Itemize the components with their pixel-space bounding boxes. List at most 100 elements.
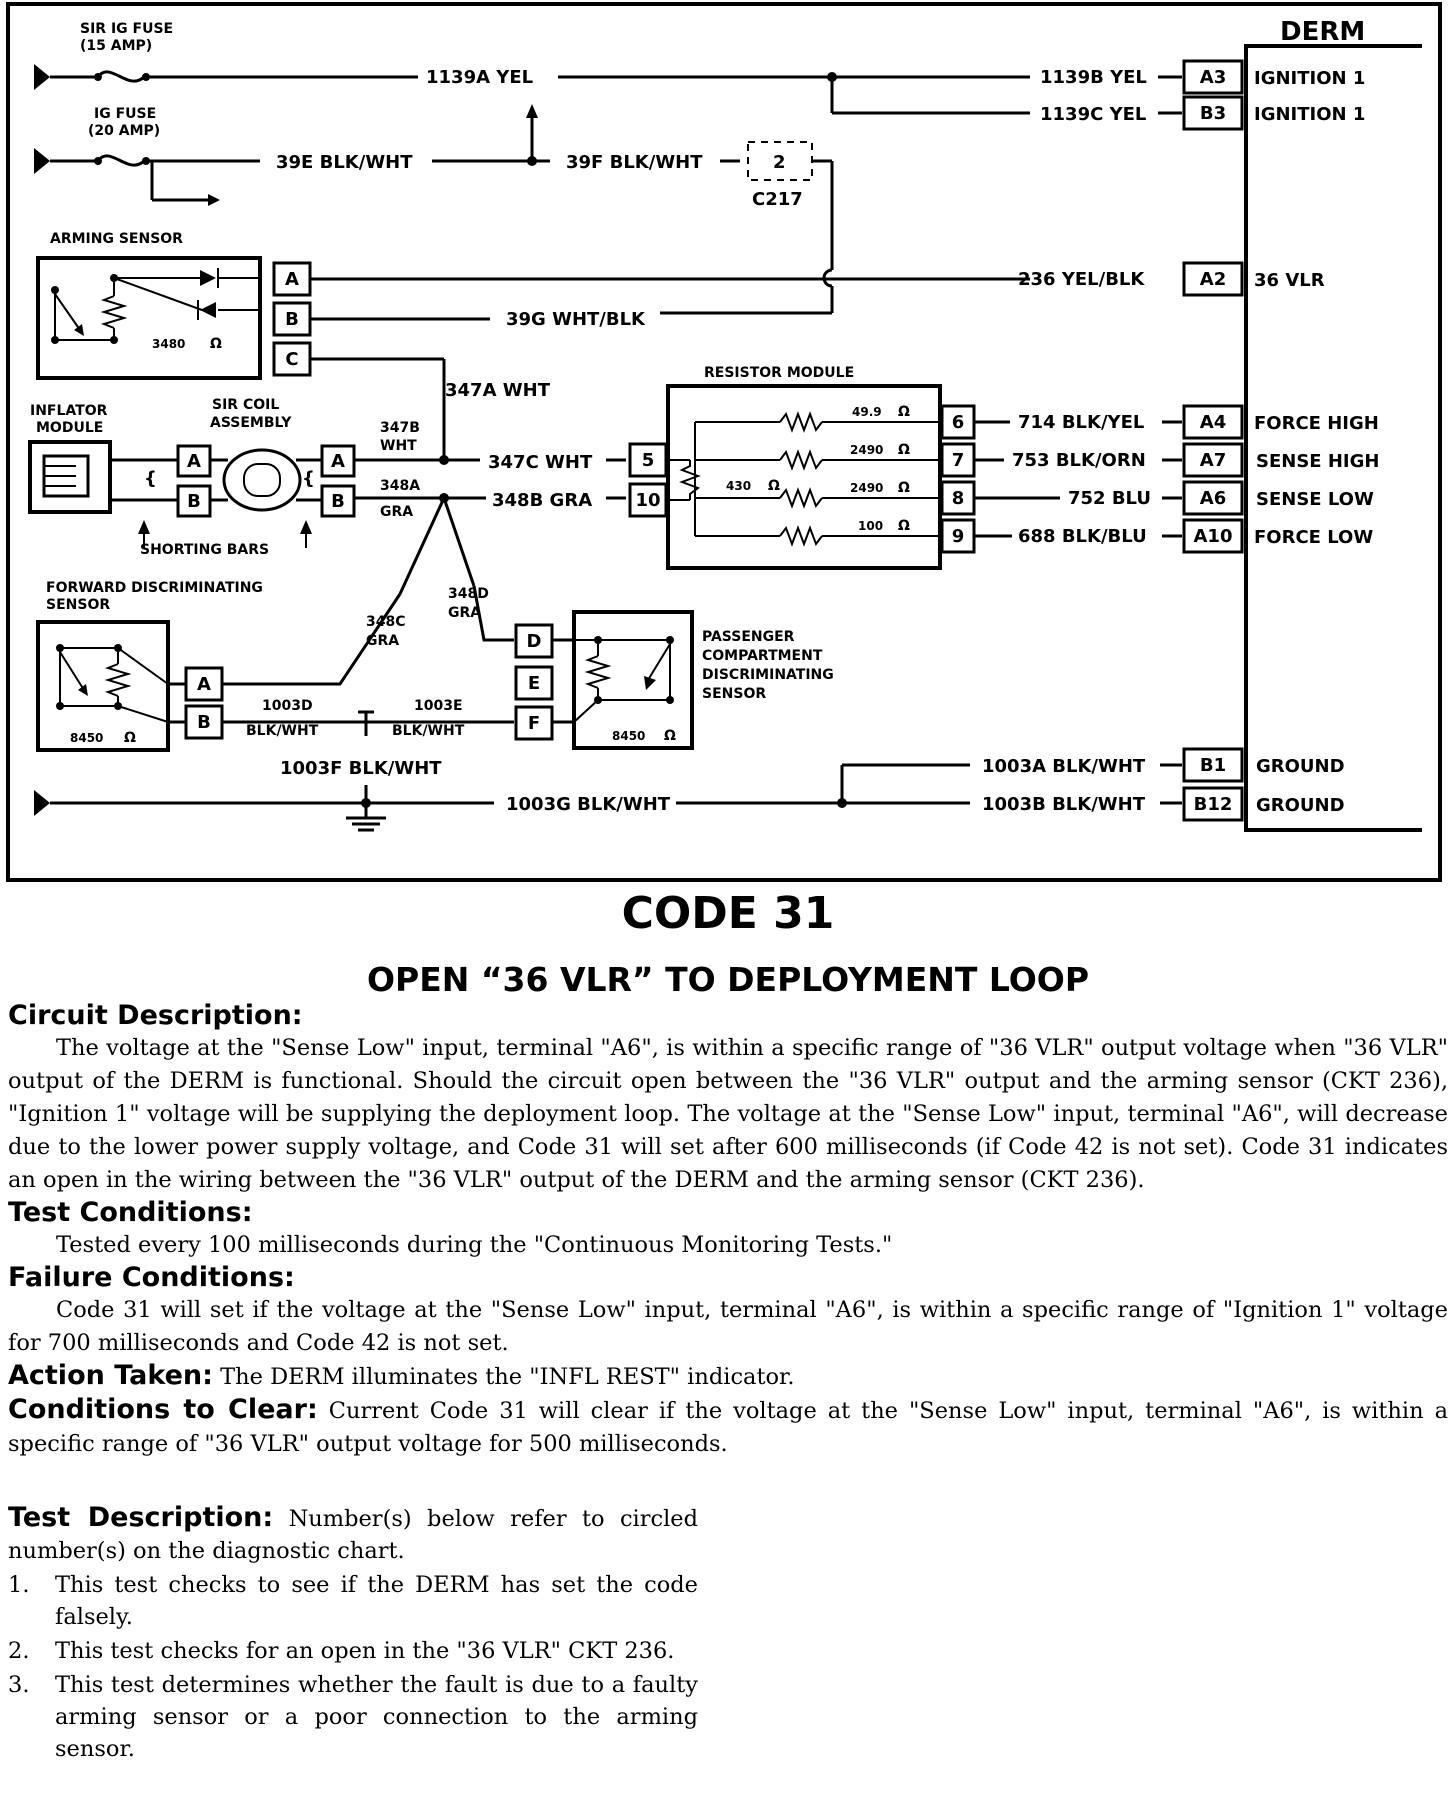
action-taken-text: The DERM illuminates the "INFL REST" ind… (220, 1364, 795, 1390)
test-description-heading: Test Description: (8, 1502, 274, 1533)
resistor-module-label: RESISTOR MODULE (704, 365, 854, 381)
forward-discriminating-sensor: FORWARD DISCRIMINATING SENSOR 348C GRA 3… (36, 580, 514, 779)
failure-conditions-text: Code 31 will set if the voltage at the "… (8, 1297, 1448, 1356)
wire-348a-1: 348A (380, 478, 420, 494)
rm-pin-10: 10 (635, 490, 660, 511)
wire-1003d-1: 1003D (262, 698, 313, 714)
fwd-resistance: 8450 (70, 731, 103, 745)
passenger-compartment-sensor: D E F 8450 Ω PASSENGER COMPARTMENT DISCR… (472, 585, 834, 750)
test-description: Test Description: Number(s) below refer … (8, 1502, 698, 1765)
shorting-bars-label: SHORTING BARS (140, 542, 269, 558)
wire-714-label: 714 BLK/YEL (1018, 412, 1144, 433)
sir-coil-label-2: ASSEMBLY (210, 415, 292, 431)
wire-348c-2: GRA (366, 633, 399, 649)
wire-348a-2: GRA (380, 504, 413, 520)
derm-pin-name: SENSE LOW (1256, 489, 1374, 510)
derm-pin: B12 (1194, 794, 1233, 815)
wire-752-label: 752 BLU (1068, 488, 1151, 509)
fuse-icon (96, 70, 146, 83)
pass-resistance: 8450 (612, 729, 645, 743)
wire-348b-label: 348B GRA (492, 490, 592, 511)
derm-pin: A4 (1200, 412, 1226, 433)
ig-fuse-rating: (20 AMP) (88, 123, 160, 139)
inflator-pin-a: A (187, 451, 201, 472)
test-item-number: 1. (8, 1572, 30, 1598)
wire-348d-1: 348D (448, 586, 489, 602)
arming-resistance: 3480 (152, 337, 185, 351)
conditions-to-clear: Conditions to Clear: Current Code 31 wil… (8, 1394, 1448, 1461)
wire-347b-2: WHT (380, 438, 417, 454)
diagram-frame (6, 2, 1442, 882)
fwd-sensor-label-2: SENSOR (46, 597, 110, 613)
pass-sensor-label-4: SENSOR (702, 686, 766, 702)
res-430: 430 (726, 479, 751, 493)
test-item-number: 3. (8, 1672, 30, 1698)
wire-1003g-label: 1003G BLK/WHT (506, 794, 671, 815)
source-arrow-icon (34, 790, 50, 816)
test-conditions-text: Tested every 100 milliseconds during the… (56, 1232, 893, 1258)
circuit-description-text: The voltage at the "Sense Low" input, te… (8, 1035, 1448, 1193)
arming-sensor: ARMING SENSOR 3480 Ω A B C 39G (36, 231, 1145, 460)
derm-pin: B1 (1200, 755, 1226, 776)
wire-39e-label: 39E BLK/WHT (276, 152, 413, 173)
wire-1003b-label: 1003B BLK/WHT (982, 794, 1146, 815)
code-subtitle: OPEN “36 VLR” TO DEPLOYMENT LOOP (366, 960, 1090, 999)
rm-pin-9: 9 (952, 526, 965, 547)
shorting-bar-icon: { (144, 468, 157, 489)
wire-347b-1: 347B (380, 420, 420, 436)
power-source-icon (34, 148, 50, 174)
derm-module: DERM (1244, 17, 1422, 832)
wire-1003f-label: 1003F BLK/WHT (280, 758, 442, 779)
wire-347a-label: 347A WHT (445, 380, 551, 401)
wire-348c-1: 348C (366, 614, 406, 630)
arming-pin-a: A (285, 269, 299, 290)
test-item-text: This test checks for an open in the "36 … (55, 1638, 675, 1664)
power-source-icon (34, 64, 50, 90)
derm-pin-name: IGNITION 1 (1254, 104, 1365, 125)
test-item: 1. This test checks to see if the DERM ha… (8, 1569, 698, 1633)
ground-circuit: 1003G BLK/WHT 1003A BLK/WHT 1003B BLK/WH… (34, 756, 1182, 832)
res-49-9: 49.9 (852, 405, 882, 419)
ohm-symbol: Ω (768, 478, 780, 494)
sir-coil-label-1: SIR COIL (212, 397, 279, 413)
sir-ig-fuse-label: SIR IG FUSE (80, 21, 173, 37)
arming-sensor-label: ARMING SENSOR (50, 231, 183, 247)
coil-pin-a: A (331, 451, 345, 472)
sir-ig-fuse-rating: (15 AMP) (80, 38, 152, 54)
diode-icon (200, 302, 216, 318)
wire-1139b-label: 1139B YEL (1040, 67, 1147, 88)
rm-pin-5: 5 (642, 450, 655, 471)
pass-sensor-label-3: DISCRIMINATING (702, 667, 834, 683)
derm-pin: A10 (1194, 526, 1233, 547)
test-item-text: This test checks to see if the DERM has … (55, 1572, 698, 1630)
diode-icon (200, 270, 216, 286)
test-item-number: 2. (8, 1638, 30, 1664)
ohm-symbol: Ω (898, 404, 910, 420)
pass-pin-d: D (527, 631, 542, 652)
wire-1003e-2: BLK/WHT (392, 723, 465, 739)
ig-fuse-label: IG FUSE (94, 106, 156, 122)
inflator-label-2: MODULE (36, 420, 103, 436)
wire-347c-label: 347C WHT (488, 452, 593, 473)
pass-sensor-label-1: PASSENGER (702, 629, 795, 645)
res-100: 100 (858, 519, 883, 533)
fwd-pin-b: B (197, 712, 211, 733)
derm-title: DERM (1280, 17, 1365, 47)
wire-1139a-label: 1139A YEL (426, 67, 533, 88)
derm-pin-name: FORCE HIGH (1254, 413, 1379, 434)
action-taken: Action Taken: The DERM illuminates the "… (8, 1360, 1448, 1394)
sir-ig-fuse-circuit: SIR IG FUSE (15 AMP) 1139A YEL 1139B YEL… (34, 21, 1182, 125)
conditions-to-clear-text: Current Code 31 will clear if the voltag… (8, 1398, 1448, 1457)
derm-pins: A3 IGNITION 1 B3 IGNITION 1 A2 36 VLR A4… (1182, 59, 1379, 822)
coil-icon (222, 448, 302, 512)
derm-pin-name: 36 VLR (1254, 270, 1325, 291)
derm-pin: A2 (1200, 269, 1226, 290)
ohm-symbol: Ω (898, 442, 910, 458)
code-title: CODE 31 (621, 888, 835, 939)
derm-pin-name: GROUND (1256, 756, 1345, 777)
document-body: Circuit Description: The voltage at the … (8, 1000, 1448, 1461)
shorting-bar-icon: { (302, 468, 315, 489)
c217-label: C217 (752, 189, 803, 210)
ohm-symbol: Ω (124, 730, 136, 746)
derm-pin-name: IGNITION 1 (1254, 68, 1365, 89)
